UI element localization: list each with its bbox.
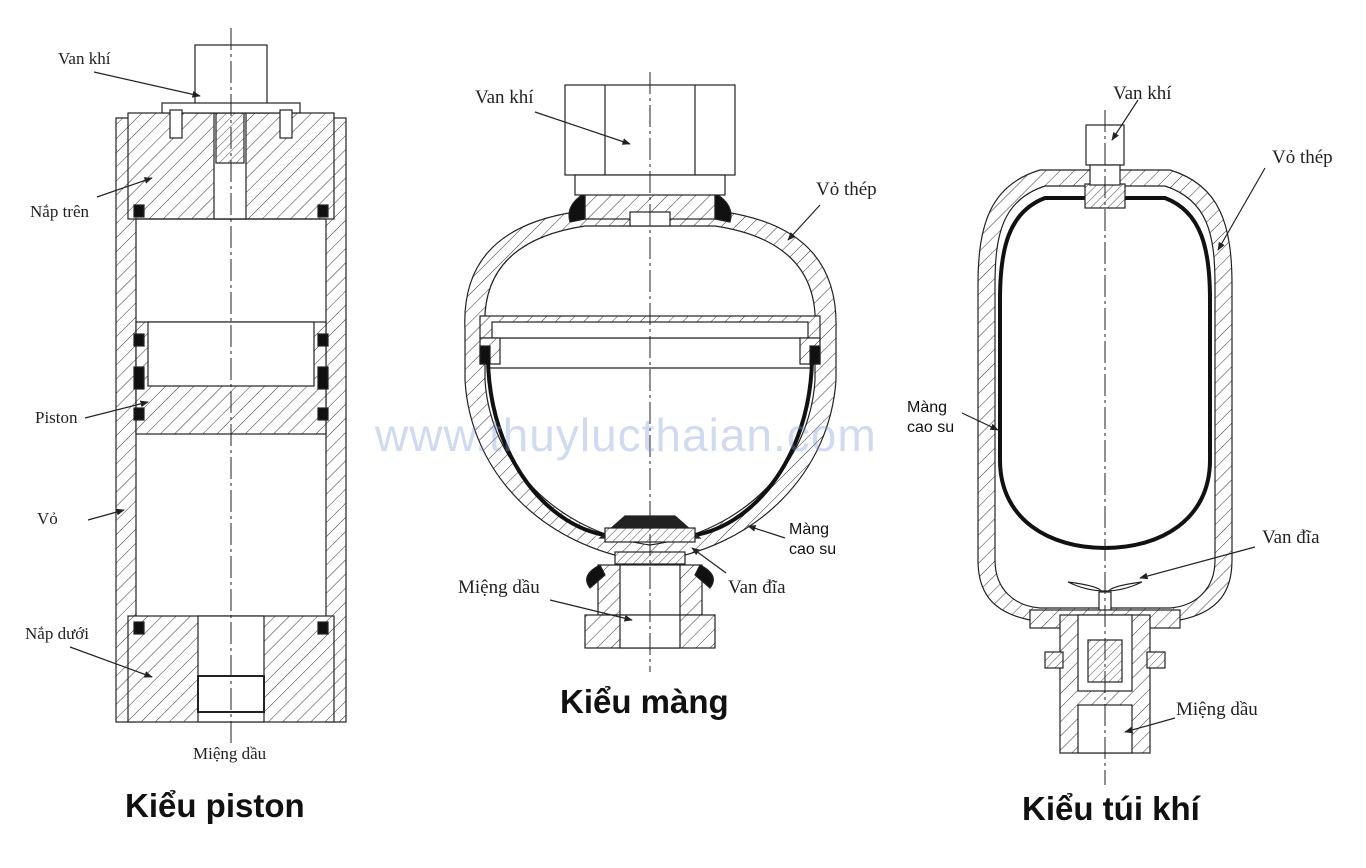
bladder-gas-valve-label: Van khí bbox=[1113, 83, 1172, 104]
piston-piston-label: Piston bbox=[35, 408, 78, 427]
bladder-accumulator-drawing bbox=[961, 99, 1266, 785]
piston-top-cap-label: Nắp trên bbox=[30, 202, 90, 221]
piston-gas-valve-label: Van khí bbox=[58, 49, 111, 68]
bladder-rubber-label-line1: Màng bbox=[907, 399, 948, 416]
diaphragm-rubber-label-line1: Màng bbox=[789, 521, 830, 538]
diaphragm-rubber-label-line2: cao su bbox=[789, 541, 837, 558]
piston-bottom-cap-label: Nắp dưới bbox=[25, 624, 89, 643]
bladder-oil-port-label: Miệng dầu bbox=[1176, 699, 1258, 720]
diaphragm-title: Kiểu màng bbox=[560, 683, 729, 720]
piston-title: Kiểu piston bbox=[125, 787, 305, 824]
piston-oil-port-label: Miệng dầu bbox=[193, 744, 267, 763]
diaphragm-rubber-label: Màng cao su bbox=[789, 520, 836, 560]
piston-accumulator-drawing bbox=[69, 28, 347, 745]
diaphragm-accumulator-drawing bbox=[464, 72, 837, 672]
watermark: www.thuylucthaian.com bbox=[375, 409, 877, 461]
bladder-disc-valve-label: Van đĩa bbox=[1262, 527, 1320, 548]
bladder-rubber-label-line2: cao su bbox=[907, 419, 955, 436]
bladder-steel-shell-label: Vỏ thép bbox=[1272, 147, 1333, 168]
piston-shell-label: Vỏ bbox=[37, 509, 58, 528]
diaphragm-steel-shell-label: Vỏ thép bbox=[816, 179, 877, 200]
diaphragm-disc-valve-label: Van đĩa bbox=[728, 577, 786, 598]
diaphragm-gas-valve-label: Van khí bbox=[475, 87, 534, 108]
bladder-title: Kiểu túi khí bbox=[1022, 790, 1200, 827]
diaphragm-oil-port-label: Miệng dầu bbox=[458, 577, 540, 598]
bladder-rubber-label: Màng cao su bbox=[907, 398, 954, 438]
